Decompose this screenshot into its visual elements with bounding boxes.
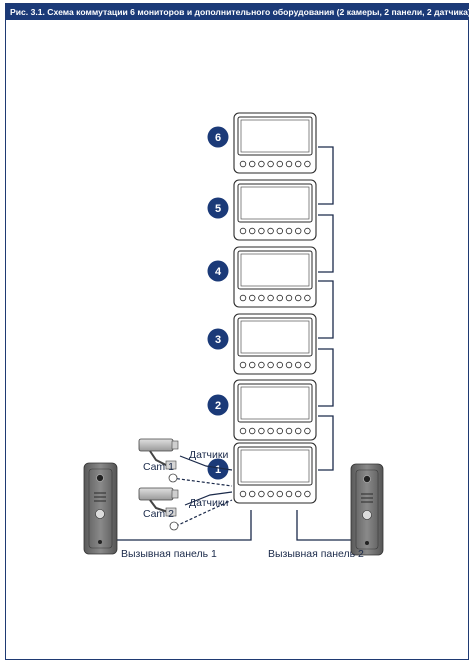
- monitor-screen: [240, 320, 310, 354]
- monitor-screen: [240, 119, 310, 153]
- sensor-1-label: Датчики: [189, 449, 228, 461]
- monitor-3-badge: 3: [207, 328, 229, 350]
- monitor-6: 6: [207, 112, 317, 174]
- monitor-5-badge: 5: [207, 197, 229, 219]
- monitor-screen: [240, 253, 310, 287]
- monitor-number: 2: [215, 400, 221, 412]
- monitor-2: 2: [207, 379, 317, 441]
- monitor-3: 3: [207, 313, 317, 375]
- camera-2: [138, 487, 179, 531]
- call-panel-1: [83, 462, 118, 555]
- monitor-4-badge: 4: [207, 260, 229, 282]
- monitor-number: 1: [215, 464, 221, 476]
- camera-1-label: Cam 1: [143, 461, 174, 473]
- monitor-number: 5: [215, 203, 221, 215]
- monitor-4: 4: [207, 246, 317, 308]
- figure-caption: Рис. 3.1. Схема коммутации 6 мониторов и…: [6, 4, 471, 20]
- monitor-screen: [240, 449, 310, 483]
- camera-1: [138, 438, 179, 483]
- figure-frame: Рис. 3.1. Схема коммутации 6 мониторов и…: [5, 3, 471, 660]
- monitor-number: 4: [215, 266, 222, 278]
- monitor-screen: [240, 186, 310, 220]
- camera-2-label: Cam 2: [143, 508, 174, 520]
- monitor-1: 1: [207, 442, 317, 504]
- monitor-5: 5: [207, 179, 317, 241]
- sensor-2-label: Датчики: [189, 497, 228, 509]
- monitor-links: [318, 146, 334, 471]
- monitor-number: 3: [215, 334, 221, 346]
- monitor-1-badge: 1: [207, 458, 229, 480]
- call-panel-2: [350, 463, 384, 556]
- call-panel-2-label: Вызывная панель 2: [268, 548, 364, 560]
- camera-cables: [171, 455, 233, 527]
- call-panel-1-label: Вызывная панель 1: [121, 548, 217, 560]
- monitor-6-badge: 6: [207, 126, 229, 148]
- monitor-stack: 6 5 4 3 2 1: [207, 112, 317, 504]
- monitor-2-badge: 2: [207, 394, 229, 416]
- monitor-screen: [240, 386, 310, 420]
- monitor-number: 6: [215, 132, 221, 144]
